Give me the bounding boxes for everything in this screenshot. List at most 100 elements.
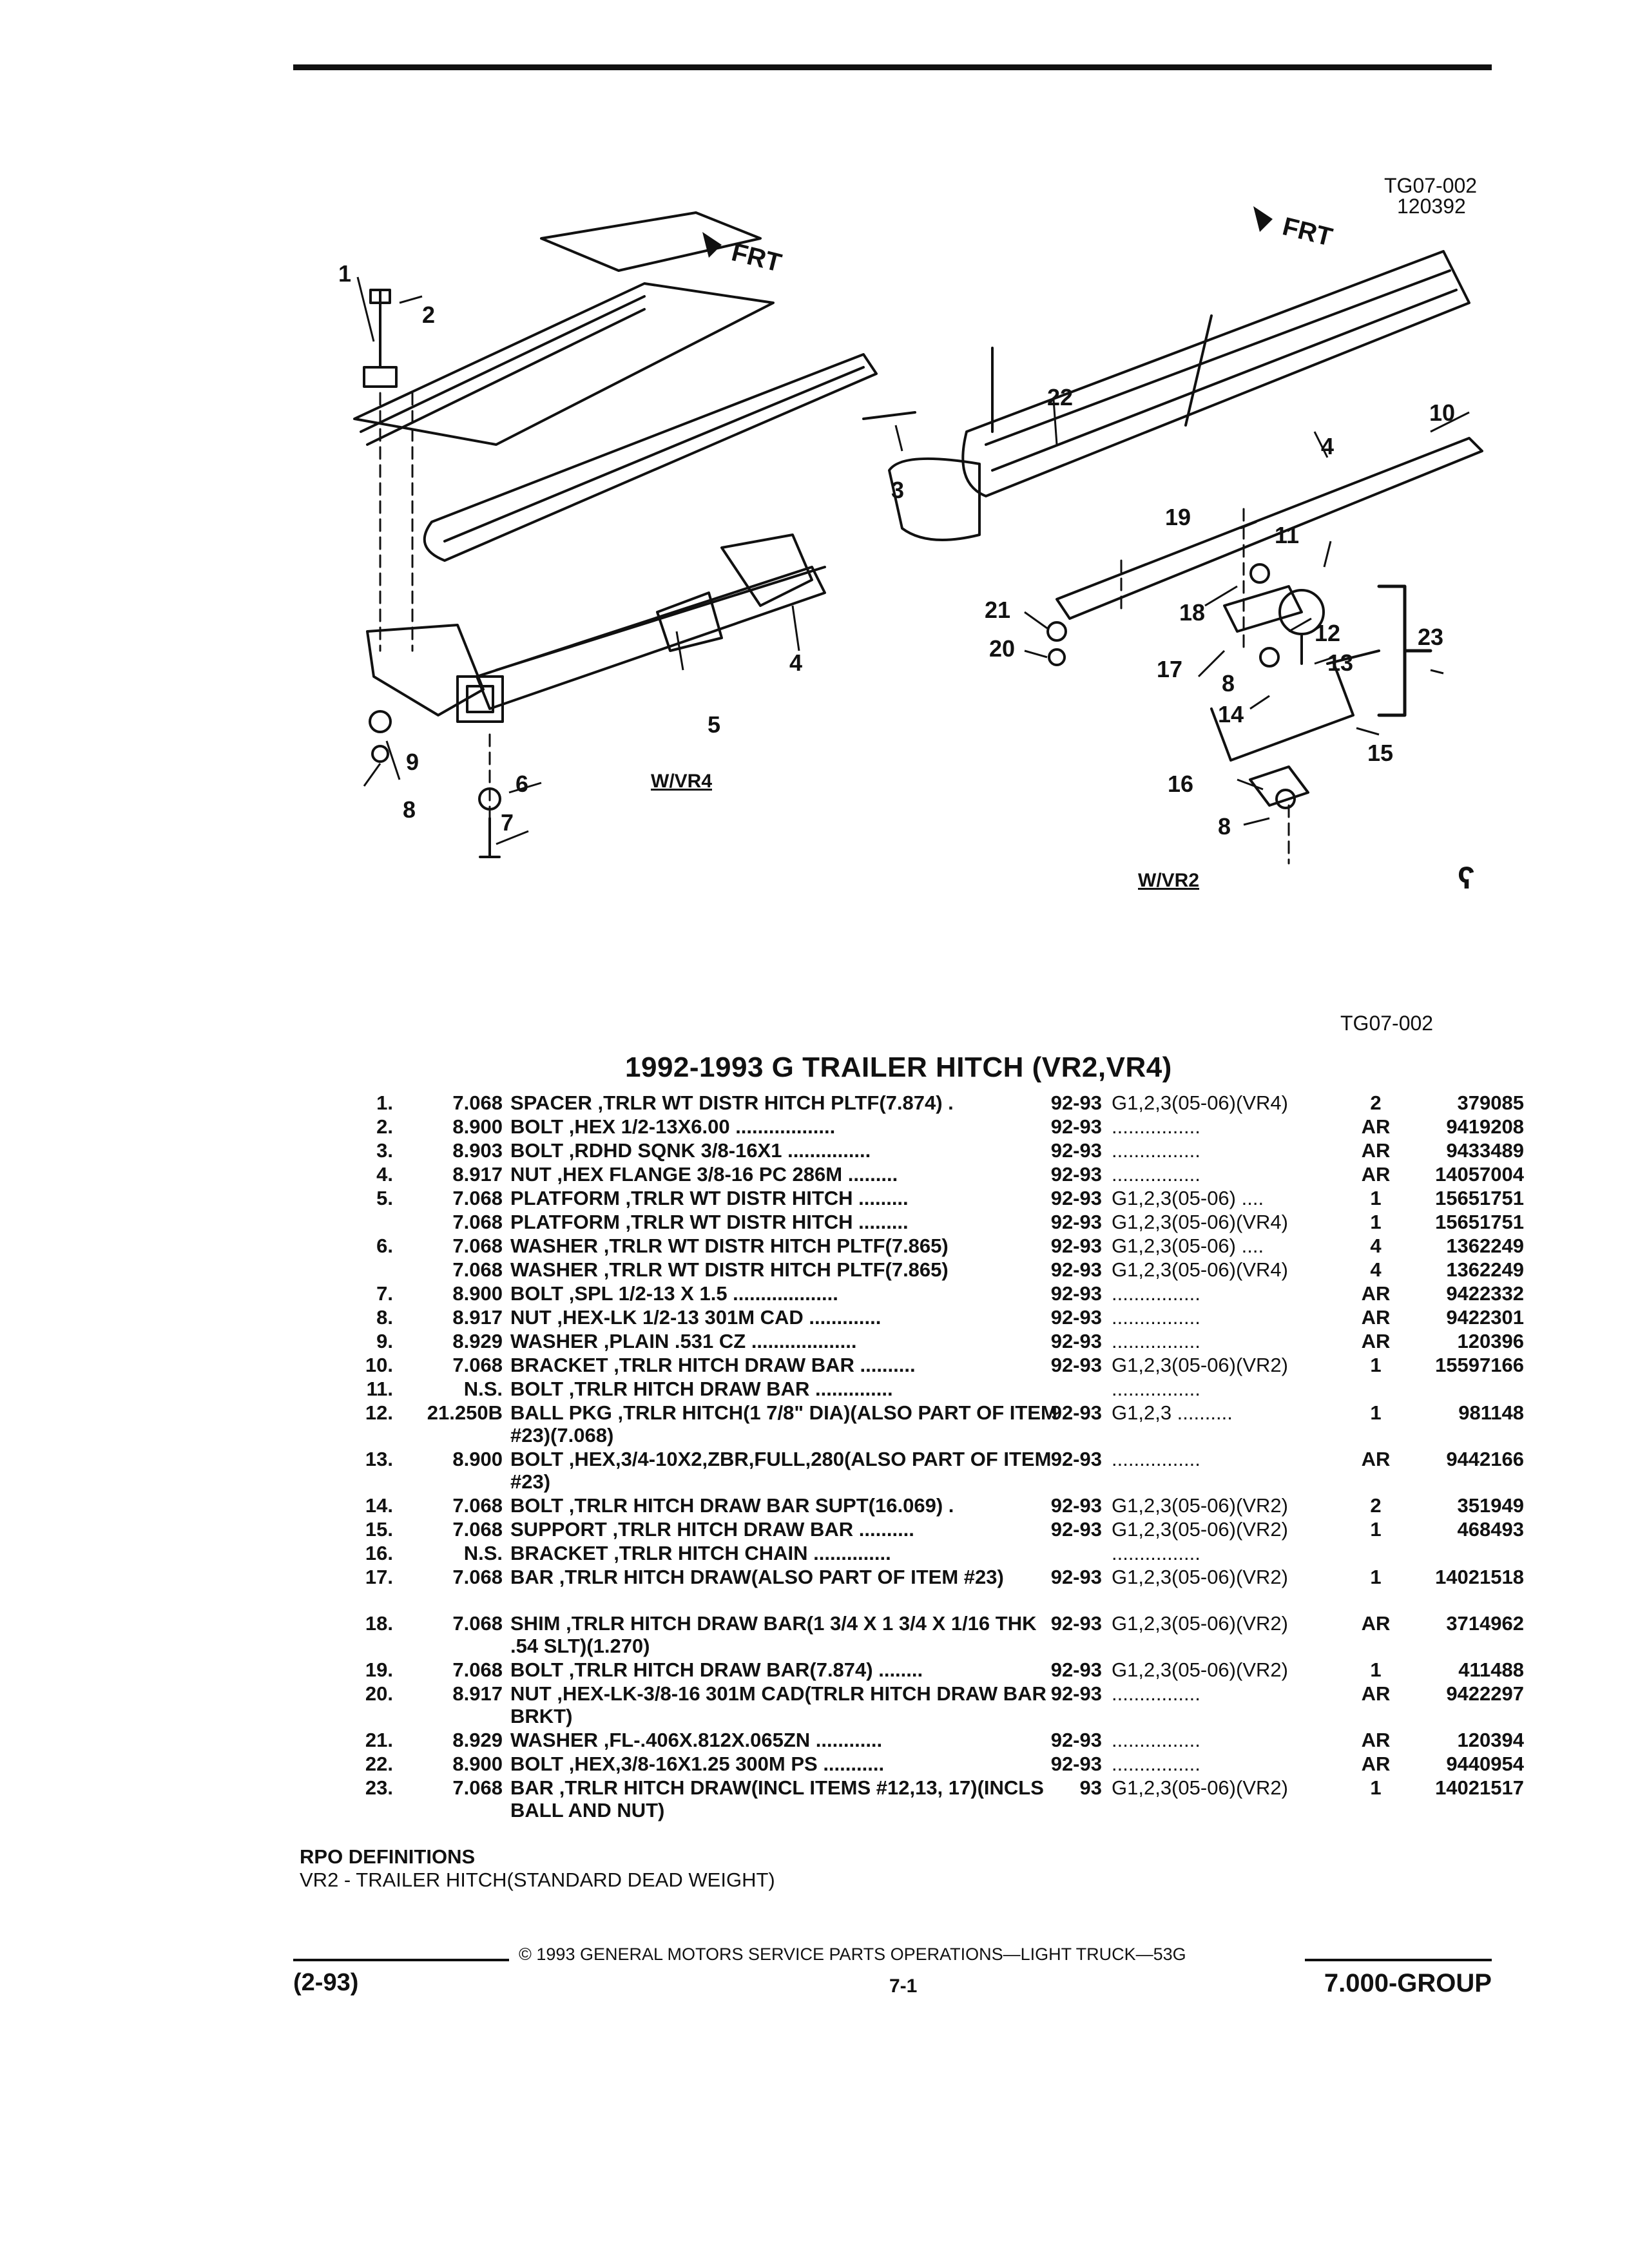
group-number: 8.917 — [452, 1163, 503, 1186]
group-number: 7.068 — [452, 1235, 503, 1257]
model-years: 92-93 — [1050, 1258, 1102, 1281]
part-detail: ,HEX,3/4-10X2,ZBR,FULL,280(ALSO PART OF … — [510, 1448, 1052, 1493]
application: ................ — [1112, 1115, 1200, 1138]
group-number: 7.068 — [452, 1658, 503, 1681]
model-years: 92-93 — [1050, 1354, 1102, 1376]
description: BAR ,TRLR HITCH DRAW(ALSO PART OF ITEM #… — [510, 1566, 1065, 1588]
description: BOLT ,RDHD SQNK 3/8-16X1 ............... — [510, 1139, 1065, 1162]
quantity: 1 — [1370, 1518, 1382, 1541]
model-years: 92-93 — [1050, 1612, 1102, 1635]
part-name: BRACKET — [510, 1542, 608, 1564]
item-number: 23. — [365, 1776, 393, 1799]
part-name: WASHER — [510, 1258, 599, 1281]
part-number: 9422297 — [1446, 1682, 1524, 1705]
callout: 3 — [891, 477, 905, 503]
callout: 9 — [406, 749, 419, 775]
model-years: 92-93 — [1050, 1448, 1102, 1470]
application: G1,2,3(05-06)(VR4) — [1112, 1258, 1288, 1281]
model-years: 92-93 — [1050, 1566, 1102, 1588]
part-number: 14021517 — [1435, 1776, 1524, 1799]
callout: 6 — [516, 771, 529, 797]
part-name: NUT — [510, 1306, 552, 1329]
part-name: PLATFORM — [510, 1211, 620, 1233]
part-number: 3714962 — [1446, 1612, 1524, 1635]
part-detail: ,HEX FLANGE 3/8-16 PC 286M ......... — [557, 1163, 898, 1186]
model-years: 92-93 — [1050, 1729, 1102, 1751]
quantity: 1 — [1370, 1354, 1382, 1376]
description: PLATFORM ,TRLR WT DISTR HITCH ......... — [510, 1211, 1065, 1233]
part-number: 9442166 — [1446, 1448, 1524, 1470]
right-bumper — [961, 250, 1470, 497]
callout: 4 — [1321, 433, 1335, 459]
item-number: 8. — [376, 1306, 393, 1329]
rpo-heading: RPO DEFINITIONS — [300, 1845, 476, 1868]
part-number: 15651751 — [1435, 1187, 1524, 1209]
part-number: 351949 — [1457, 1494, 1524, 1517]
part-name: BOLT — [510, 1282, 564, 1305]
item-number: 20. — [365, 1682, 393, 1705]
description: BOLT ,TRLR HITCH DRAW BAR SUPT(16.069) . — [510, 1494, 1065, 1517]
part-name: BOLT — [510, 1753, 564, 1775]
item-number: 19. — [365, 1658, 393, 1681]
part-name: NUT — [510, 1682, 552, 1705]
part-detail: ,TRLR WT DISTR HITCH ......... — [625, 1211, 909, 1233]
quantity: 2 — [1370, 1494, 1382, 1517]
model-years: 92-93 — [1050, 1187, 1102, 1209]
right-support — [1210, 662, 1354, 762]
callout: 5 — [708, 711, 721, 738]
left-crossmember — [540, 211, 762, 272]
part-detail: ,TRLR WT DISTR HITCH PLTF(7.874) . — [597, 1091, 954, 1114]
group-number: 7.068 — [452, 1776, 503, 1799]
item-number: 6. — [376, 1235, 393, 1257]
description: BAR ,TRLR HITCH DRAW(INCL ITEMS #12,13, … — [510, 1776, 1065, 1821]
description: BRACKET ,TRLR HITCH CHAIN .............. — [510, 1542, 1065, 1564]
part-detail: ,HEX 1/2-13X6.00 .................. — [568, 1115, 836, 1138]
quantity: AR — [1361, 1729, 1391, 1751]
description: BOLT ,SPL 1/2-13 X 1.5 .................… — [510, 1282, 1065, 1305]
model-years: 92-93 — [1050, 1518, 1102, 1541]
item-number: 17. — [365, 1566, 393, 1588]
callout: 15 — [1367, 740, 1394, 766]
group-number: 8.900 — [452, 1115, 503, 1138]
callout: 10 — [1429, 399, 1456, 426]
exploded-diagram — [353, 206, 1483, 865]
description: BOLT ,TRLR HITCH DRAW BAR .............. — [510, 1378, 1065, 1400]
part-name: SUPPORT — [510, 1518, 607, 1541]
description: BRACKET ,TRLR HITCH DRAW BAR .......... — [510, 1354, 1065, 1376]
application: ................ — [1112, 1729, 1200, 1751]
group-number: 7.068 — [452, 1354, 503, 1376]
footer-date: (2-93) — [293, 1969, 359, 1996]
application: G1,2,3(05-06) .... — [1112, 1235, 1264, 1257]
description: WASHER ,TRLR WT DISTR HITCH PLTF(7.865) — [510, 1235, 1065, 1257]
item-number: 14. — [365, 1494, 393, 1517]
part-detail: ,TRLR HITCH DRAW BAR .......... — [612, 1518, 914, 1541]
part-number: 9440954 — [1446, 1753, 1524, 1775]
right-drawbar-bracket — [1055, 437, 1483, 620]
application: ................ — [1112, 1682, 1200, 1705]
model-years: 92-93 — [1050, 1115, 1102, 1138]
application: ................ — [1112, 1139, 1200, 1162]
application: G1,2,3(05-06) .... — [1112, 1187, 1264, 1209]
part-name: BOLT — [510, 1378, 564, 1400]
application: G1,2,3(05-06)(VR4) — [1112, 1211, 1288, 1233]
callout: 2 — [422, 302, 436, 328]
figure-code-date: 120392 — [1397, 195, 1466, 218]
callout: 8 — [403, 796, 416, 823]
chain-bracket — [1249, 765, 1309, 807]
group-number: 7.068 — [452, 1566, 503, 1588]
model-years: 92-93 — [1050, 1211, 1102, 1233]
group-number: N.S. — [463, 1378, 503, 1400]
group-number: 8.900 — [452, 1753, 503, 1775]
part-number: 15597166 — [1435, 1354, 1524, 1376]
description: BOLT ,HEX,3/8-16X1.25 300M PS ..........… — [510, 1753, 1065, 1775]
application: G1,2,3(05-06)(VR2) — [1112, 1518, 1288, 1541]
footer-page-number: 7-1 — [889, 1975, 918, 1997]
quantity: AR — [1361, 1115, 1391, 1138]
item-number: 22. — [365, 1753, 393, 1775]
part-number: 14021518 — [1435, 1566, 1524, 1588]
application: G1,2,3(05-06)(VR2) — [1112, 1494, 1288, 1517]
left-bumper — [423, 353, 878, 562]
